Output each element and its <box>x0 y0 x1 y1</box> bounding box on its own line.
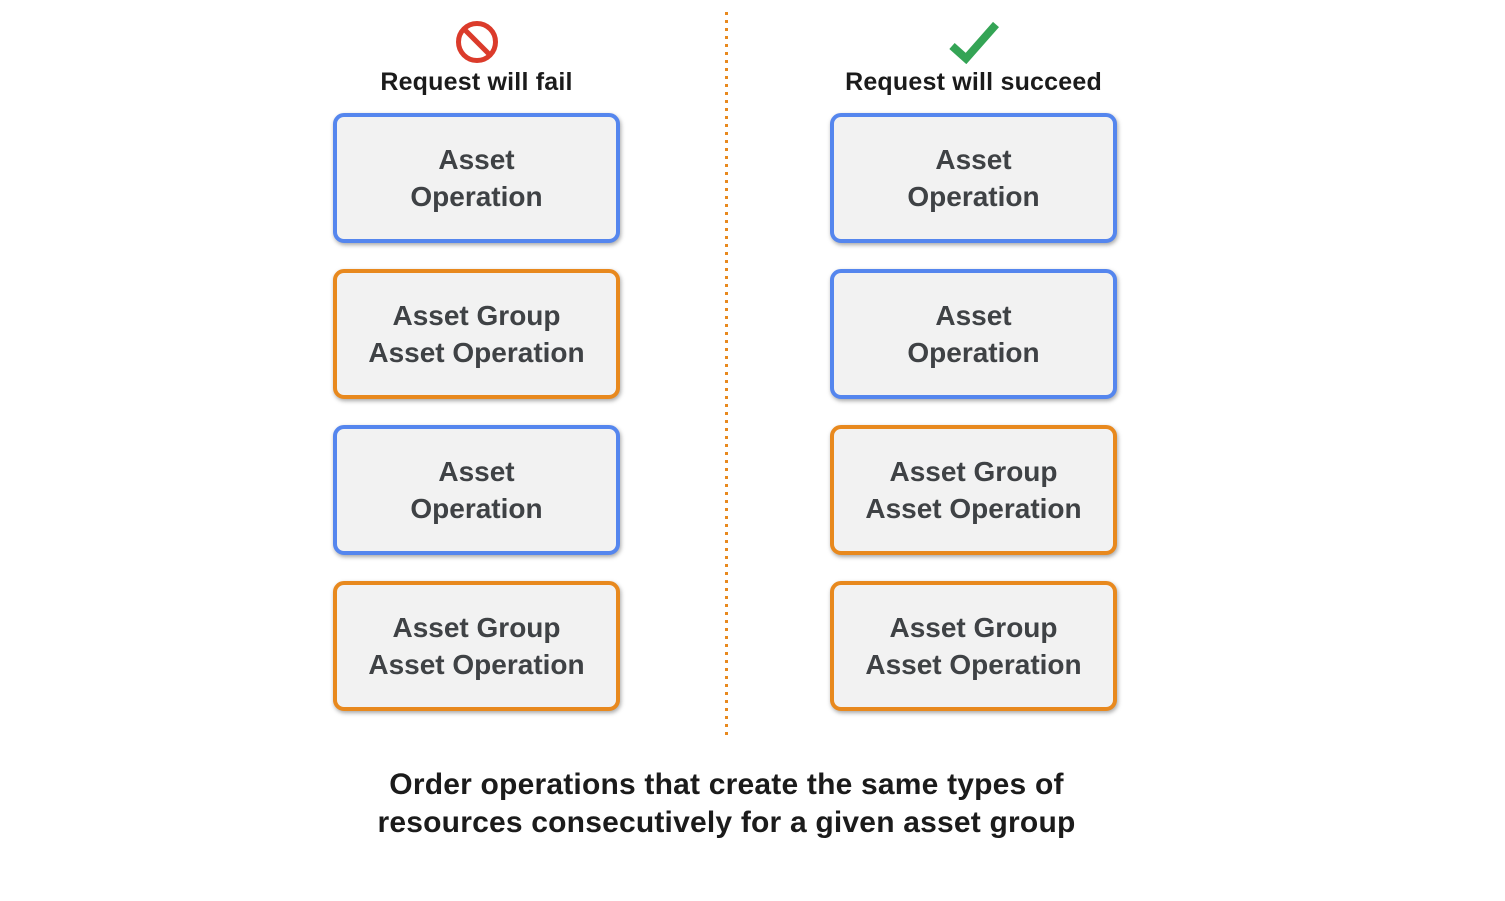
box-label: Asset Operation <box>907 144 1040 212</box>
fail-column: Request will fail Asset Operation Asset … <box>333 18 620 737</box>
succeed-column-header: Request will succeed <box>830 18 1117 96</box>
asset-group-asset-operation-box: Asset Group Asset Operation <box>830 425 1117 555</box>
succeed-column-title: Request will succeed <box>845 68 1102 96</box>
box-label: Asset Group Asset Operation <box>368 300 585 368</box>
asset-operation-box: Asset Operation <box>333 113 620 243</box>
asset-group-asset-operation-box: Asset Group Asset Operation <box>333 581 620 711</box>
caption: Order operations that create the same ty… <box>377 768 1076 839</box>
asset-operation-box: Asset Operation <box>830 113 1117 243</box>
checkmark-icon <box>830 18 1117 66</box>
box-label: Asset Operation <box>410 456 543 524</box>
fail-column-title: Request will fail <box>380 68 573 96</box>
box-label: Asset Operation <box>907 300 1040 368</box>
asset-operation-box: Asset Operation <box>333 425 620 555</box>
asset-group-asset-operation-box: Asset Group Asset Operation <box>830 581 1117 711</box>
fail-column-header: Request will fail <box>333 18 620 96</box>
succeed-column: Request will succeed Asset Operation Ass… <box>830 18 1117 737</box>
box-label: Asset Group Asset Operation <box>368 612 585 680</box>
box-label: Asset Group Asset Operation <box>865 612 1082 680</box>
asset-group-asset-operation-box: Asset Group Asset Operation <box>333 269 620 399</box>
box-label: Asset Group Asset Operation <box>865 456 1082 524</box>
box-label: Asset Operation <box>410 144 543 212</box>
asset-operation-box: Asset Operation <box>830 269 1117 399</box>
dotted-divider <box>725 12 728 740</box>
prohibition-icon <box>333 18 620 66</box>
